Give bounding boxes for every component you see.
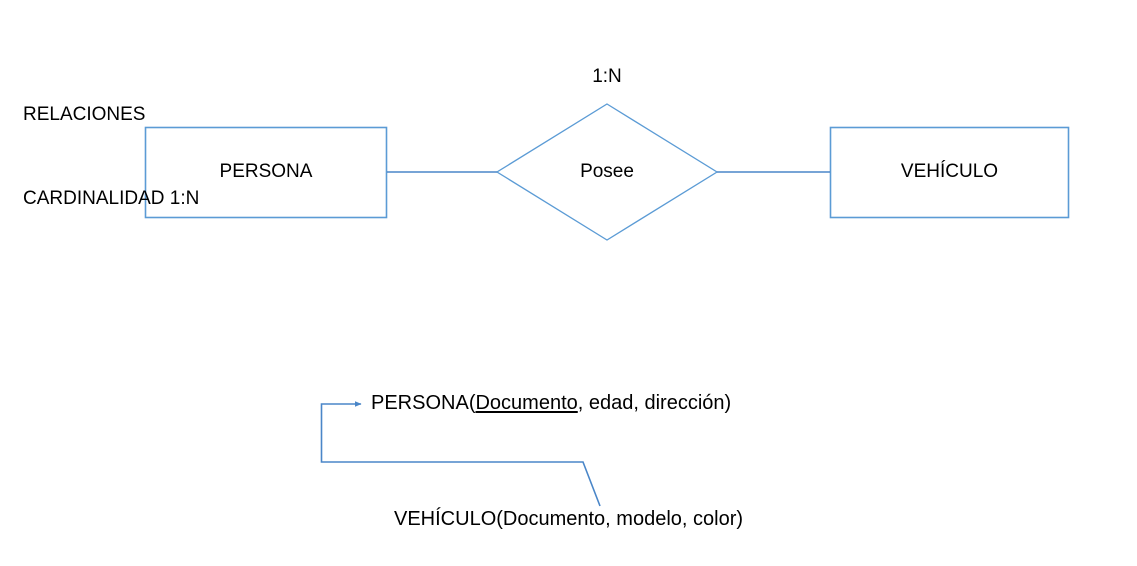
page-title-line-2: CARDINALIDAD 1:N	[23, 188, 200, 209]
entity-box-vehiculo[interactable]	[829, 126, 1070, 219]
schema-persona-primary-key: Documento	[475, 392, 578, 414]
schema-persona-attributes: , edad, dirección)	[577, 392, 732, 414]
foreign-key-connector	[320, 401, 601, 507]
schema-persona-name: PERSONA	[371, 392, 469, 414]
page-title: RELACIONES CARDINALIDAD 1:N	[23, 45, 199, 241]
schema-line-persona: PERSONA(Documento, edad, dirección)	[371, 392, 731, 415]
entity-box-persona[interactable]	[144, 126, 388, 219]
page-title-line-1: RELACIONES	[23, 104, 146, 125]
relationship-diamond-posee[interactable]	[495, 103, 719, 241]
schema-persona-open-paren: (	[468, 392, 476, 414]
schema-line-vehiculo: VEHÍCULO(Documento, modelo, color)	[394, 508, 744, 530]
